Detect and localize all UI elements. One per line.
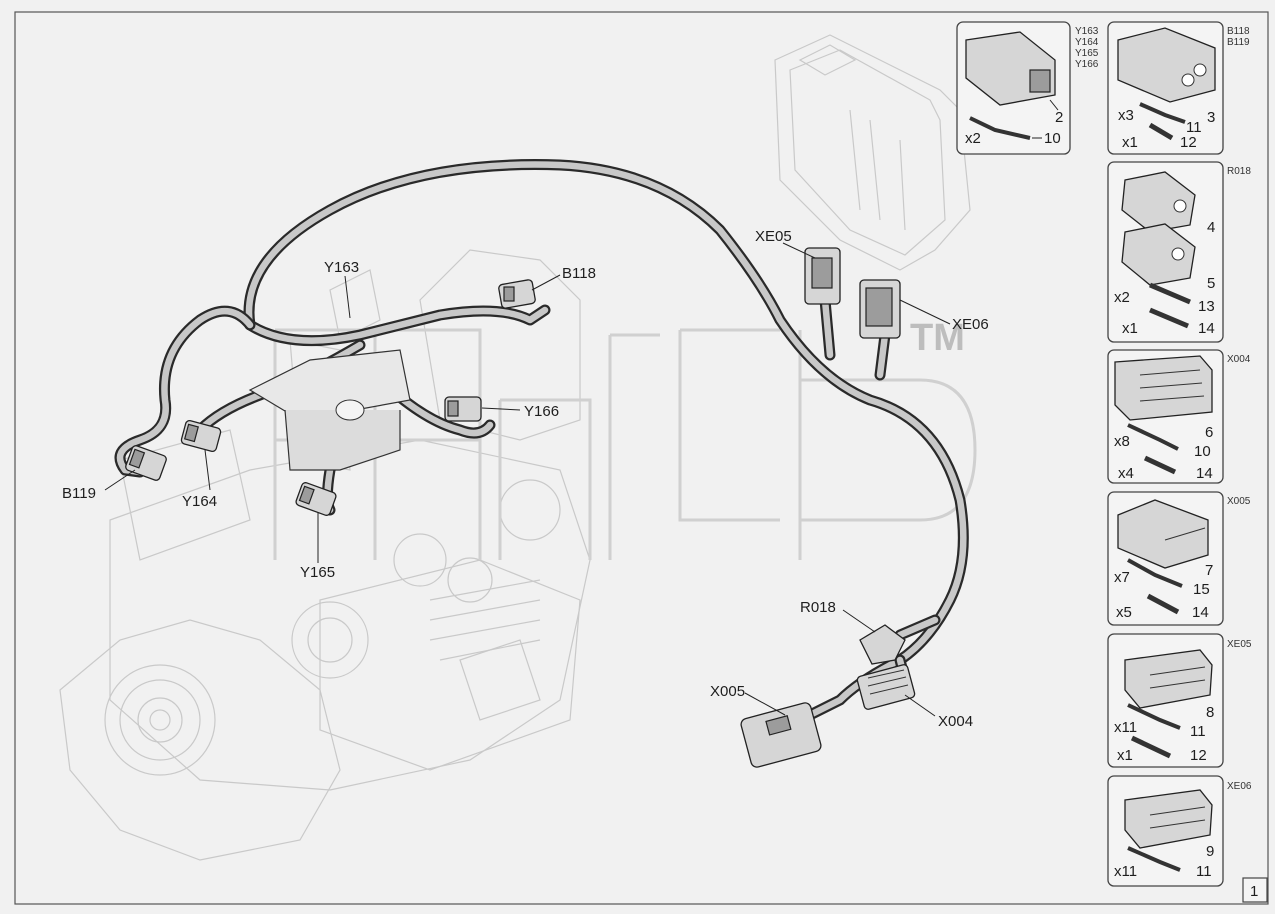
callout-y164: Y164 — [182, 493, 217, 510]
seal-pin-icon — [1149, 307, 1189, 329]
watermark-tm: TM — [910, 317, 965, 359]
terminal-pin-icon — [1127, 423, 1179, 451]
connector-cavity-icon — [1149, 666, 1206, 689]
part-qty: x8 — [1114, 433, 1130, 450]
connector-housing-icon — [1121, 171, 1196, 233]
connector-housing-icon — [1114, 355, 1213, 421]
wiring-harness — [114, 159, 969, 768]
panel-tag: B118 — [1227, 26, 1250, 37]
connector-cavity-icon — [1181, 73, 1195, 87]
part-number: 11 — [1196, 863, 1212, 880]
part-qty: x11 — [1114, 719, 1137, 736]
part-number: 14 — [1196, 465, 1213, 482]
callout-r018: R018 — [800, 599, 836, 616]
part-number: 3 — [1207, 109, 1215, 126]
connector-cavity-icon — [1193, 63, 1207, 77]
part-qty: x2 — [965, 130, 981, 147]
connector-cavity-icon — [1173, 199, 1187, 213]
part-number: 8 — [1206, 704, 1214, 721]
part-number: 13 — [1198, 298, 1215, 315]
panel-tag: Y166 — [1075, 59, 1099, 70]
part-number: 6 — [1205, 424, 1213, 441]
part-number: 5 — [1207, 275, 1215, 292]
part-number: 4 — [1207, 219, 1215, 236]
part-number: 14 — [1198, 320, 1215, 337]
part-qty: x1 — [1117, 747, 1133, 764]
connector-face-icon — [1029, 69, 1051, 93]
part-qty: x1 — [1122, 134, 1138, 151]
panel-tag: X004 — [1227, 354, 1251, 365]
seal-pin-icon — [1146, 593, 1180, 615]
part-number: 10 — [1194, 443, 1211, 460]
drawing-frame — [14, 11, 1269, 905]
connector-cavity-icon — [1139, 369, 1205, 402]
connector-cavity-icon — [1171, 247, 1185, 261]
panel-tag: Y163 — [1075, 26, 1099, 37]
part-number: 10 — [1044, 130, 1061, 147]
connector-cavity-icon — [1164, 527, 1206, 541]
part-qty: x2 — [1114, 289, 1130, 306]
callout-leaders — [104, 242, 951, 717]
seal-pin-icon — [1143, 455, 1177, 475]
part-number: 2 — [1055, 109, 1063, 126]
part-qty: x11 — [1114, 863, 1137, 880]
kit-panel-y163-y166: Y163 Y164 Y165 Y166 2 x2 10 — [956, 21, 1099, 155]
panel-tag: X005 — [1227, 496, 1251, 507]
kit-panel-xe06: XE06 9 x11 11 — [1107, 775, 1252, 887]
terminal-pin-icon — [1139, 102, 1186, 124]
part-number: 12 — [1180, 134, 1197, 151]
terminal-pin-icon — [1127, 846, 1181, 872]
part-qty: x5 — [1116, 604, 1132, 621]
page-number: 1 — [1250, 883, 1258, 900]
part-number: 7 — [1205, 562, 1213, 579]
panel-tag: R018 — [1227, 166, 1251, 177]
part-number: 15 — [1193, 581, 1210, 598]
callout-xe06: XE06 — [952, 316, 989, 333]
callout-x004: X004 — [938, 713, 973, 730]
connector-housing-icon — [1124, 649, 1213, 709]
connector-cavity-icon — [1149, 806, 1206, 829]
ecu-ghost-drawing — [774, 34, 971, 271]
callout-y166: Y166 — [524, 403, 559, 420]
part-number: 11 — [1186, 119, 1202, 136]
panel-tag: B119 — [1227, 37, 1250, 48]
panel-tag: Y164 — [1075, 37, 1099, 48]
seal-pin-icon — [1130, 735, 1172, 759]
part-qty: x4 — [1118, 465, 1134, 482]
connector-housing-icon — [1121, 223, 1196, 286]
part-number: 9 — [1206, 843, 1214, 860]
callout-b118: B118 — [562, 265, 596, 282]
part-qty: x3 — [1118, 107, 1134, 124]
panel-tag: XE05 — [1227, 639, 1252, 650]
part-number: 11 — [1190, 723, 1206, 740]
seal-pin-icon — [1148, 122, 1174, 141]
seal-pin-icon — [1149, 282, 1191, 305]
terminal-pin-icon — [1127, 558, 1183, 588]
terminal-pin-icon — [1127, 703, 1181, 730]
kit-panel-r018: R018 4 5 x2 13 x1 14 — [1107, 161, 1251, 343]
part-number: 12 — [1190, 747, 1207, 764]
kit-panel-b118-b119: B118 B119 3 x3 11 x1 12 — [1107, 21, 1250, 155]
callout-b119: B119 — [62, 485, 96, 502]
terminal-pin-icon — [969, 116, 1031, 140]
connector-housing-icon — [1117, 499, 1209, 569]
part-number: 14 — [1192, 604, 1209, 621]
part-qty: x7 — [1114, 569, 1130, 586]
panel-tag: XE06 — [1227, 781, 1252, 792]
kit-panel-x005: X005 7 x7 15 x5 14 — [1107, 491, 1251, 626]
panel-tag: Y165 — [1075, 48, 1099, 59]
part-qty: x1 — [1122, 320, 1138, 337]
kit-panel-x004: X004 6 x8 10 x4 14 — [1107, 349, 1251, 484]
page-number-box — [1242, 877, 1268, 903]
connector-housing-icon — [1124, 789, 1213, 849]
callout-x005: X005 — [710, 683, 745, 700]
kit-panel-xe05: XE05 8 x11 11 x1 12 — [1107, 633, 1252, 768]
callout-y163: Y163 — [324, 259, 359, 276]
callout-xe05: XE05 — [755, 228, 792, 245]
callout-y165: Y165 — [300, 564, 335, 581]
